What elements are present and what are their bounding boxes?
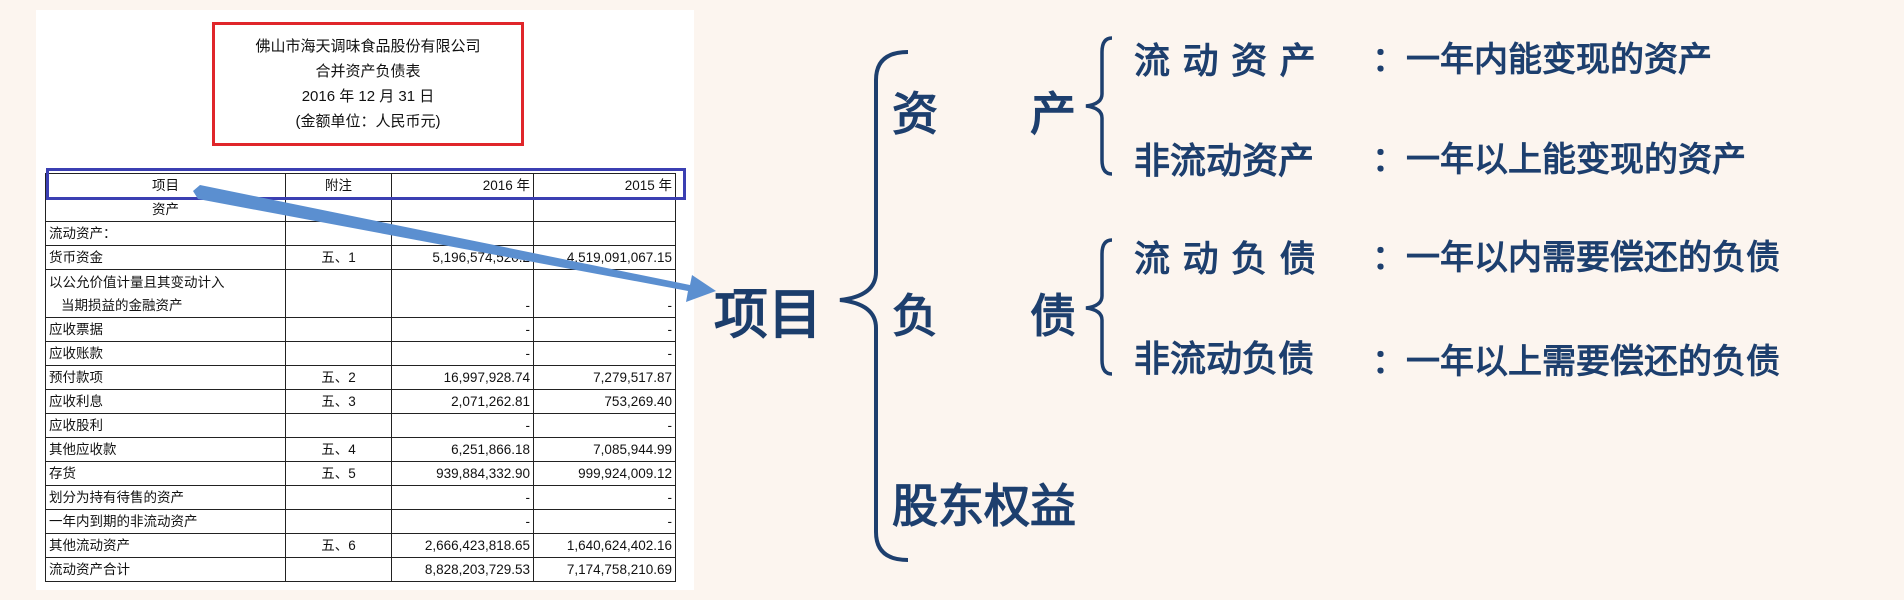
row-2016: 8,828,203,729.53 bbox=[391, 557, 534, 582]
row-note bbox=[285, 557, 392, 582]
row-2016: 2,071,262.81 bbox=[391, 389, 534, 414]
liabilities-label: 负 债 bbox=[892, 289, 1076, 343]
row-note: 五、4 bbox=[285, 437, 392, 462]
balance-sheet-table: 项目 附注 2016 年 2015 年 资产 流动资产： 货币资金 五、1 5,… bbox=[45, 173, 676, 582]
row-item: 以公允价值计量且其变动计入 当期损益的金融资产 bbox=[45, 269, 286, 318]
table-row: 划分为持有待售的资产 - - bbox=[45, 485, 676, 510]
noncurrent-assets-label: 非流动资产 bbox=[1134, 141, 1315, 182]
noncurrent-liabilities-desc: ：一年以上需要偿还的负债 bbox=[1372, 342, 1780, 382]
company-name: 佛山市海天调味食品股份有限公司 bbox=[255, 38, 481, 55]
noncurrent-liabilities-label: 非流动负债 bbox=[1134, 339, 1315, 380]
row-2015: - bbox=[533, 317, 676, 342]
row-note bbox=[285, 413, 392, 438]
row-note bbox=[285, 269, 392, 318]
row-2015 bbox=[533, 221, 676, 246]
header-item: 项目 bbox=[45, 173, 286, 198]
row-item: 资产 bbox=[45, 197, 286, 222]
report-title: 合并资产负债表 bbox=[315, 63, 421, 80]
row-2015: 7,174,758,210.69 bbox=[533, 557, 676, 582]
row-item-line1: 以公允价值计量且其变动计入 bbox=[49, 274, 225, 290]
row-item: 存货 bbox=[45, 461, 286, 486]
row-item: 流动资产： bbox=[45, 221, 286, 246]
row-item: 划分为持有待售的资产 bbox=[45, 485, 286, 510]
row-2016: 6,251,866.18 bbox=[391, 437, 534, 462]
table-row: 一年内到期的非流动资产 - - bbox=[45, 509, 676, 534]
table-row: 应收账款 - - bbox=[45, 341, 676, 366]
table-row: 存货 五、5 939,884,332.90 999,924,009.12 bbox=[45, 461, 676, 486]
row-2015: 1,640,624,402.16 bbox=[533, 533, 676, 558]
current-liabilities-desc: ：一年以内需要偿还的负债 bbox=[1372, 238, 1780, 278]
row-item: 应收利息 bbox=[45, 389, 286, 414]
row-2015: 999,924,009.12 bbox=[533, 461, 676, 486]
current-liabilities-label: 流 动 负 债 bbox=[1134, 239, 1316, 280]
row-item: 货币资金 bbox=[45, 245, 286, 270]
current-assets-label: 流 动 资 产 bbox=[1134, 41, 1316, 82]
row-2016: 16,997,928.74 bbox=[391, 365, 534, 390]
row-item-line2: 当期损益的金融资产 bbox=[61, 297, 183, 313]
table-row: 预付款项 五、2 16,997,928.74 7,279,517.87 bbox=[45, 365, 676, 390]
row-2016: - bbox=[391, 341, 534, 366]
current-assets-desc: ：一年内能变现的资产 bbox=[1372, 40, 1712, 80]
report-header-box: 佛山市海天调味食品股份有限公司 合并资产负债表 2016 年 12 月 31 日… bbox=[212, 22, 524, 146]
row-2015: - bbox=[533, 269, 676, 318]
row-note: 五、1 bbox=[285, 245, 392, 270]
noncurrent-assets-desc: ：一年以上能变现的资产 bbox=[1372, 140, 1746, 180]
row-2015: - bbox=[533, 509, 676, 534]
row-2015: 753,269.40 bbox=[533, 389, 676, 414]
report-unit: (金额单位：人民币元) bbox=[295, 113, 441, 130]
row-note: 五、3 bbox=[285, 389, 392, 414]
table-row: 其他流动资产 五、6 2,666,423,818.65 1,640,624,40… bbox=[45, 533, 676, 558]
liabilities-brace-icon bbox=[1085, 238, 1113, 376]
table-row: 其他应收款 五、4 6,251,866.18 7,085,944.99 bbox=[45, 437, 676, 462]
assets-brace-icon bbox=[1085, 36, 1113, 176]
table-row: 应收利息 五、3 2,071,262.81 753,269.40 bbox=[45, 389, 676, 414]
arrow-icon bbox=[193, 185, 716, 302]
row-2016: - bbox=[391, 485, 534, 510]
header-row-highlight-box bbox=[46, 168, 686, 200]
row-note bbox=[285, 317, 392, 342]
header-2015: 2015 年 bbox=[533, 173, 676, 198]
row-item: 一年内到期的非流动资产 bbox=[45, 509, 286, 534]
table-row: 流动资产合计 8,828,203,729.53 7,174,758,210.69 bbox=[45, 557, 676, 582]
header-2016: 2016 年 bbox=[391, 173, 534, 198]
row-item: 应收股利 bbox=[45, 413, 286, 438]
root-label: 项目 bbox=[714, 283, 822, 346]
main-brace-icon bbox=[839, 50, 909, 562]
report-date: 2016 年 12 月 31 日 bbox=[301, 88, 435, 105]
row-item: 流动资产合计 bbox=[45, 557, 286, 582]
row-2015: - bbox=[533, 485, 676, 510]
table-header-row: 项目 附注 2016 年 2015 年 bbox=[45, 173, 676, 198]
assets-label: 资 产 bbox=[892, 87, 1076, 141]
equity-label: 股东权益 bbox=[892, 479, 1076, 533]
table-row: 以公允价值计量且其变动计入 当期损益的金融资产 - - bbox=[45, 269, 676, 318]
